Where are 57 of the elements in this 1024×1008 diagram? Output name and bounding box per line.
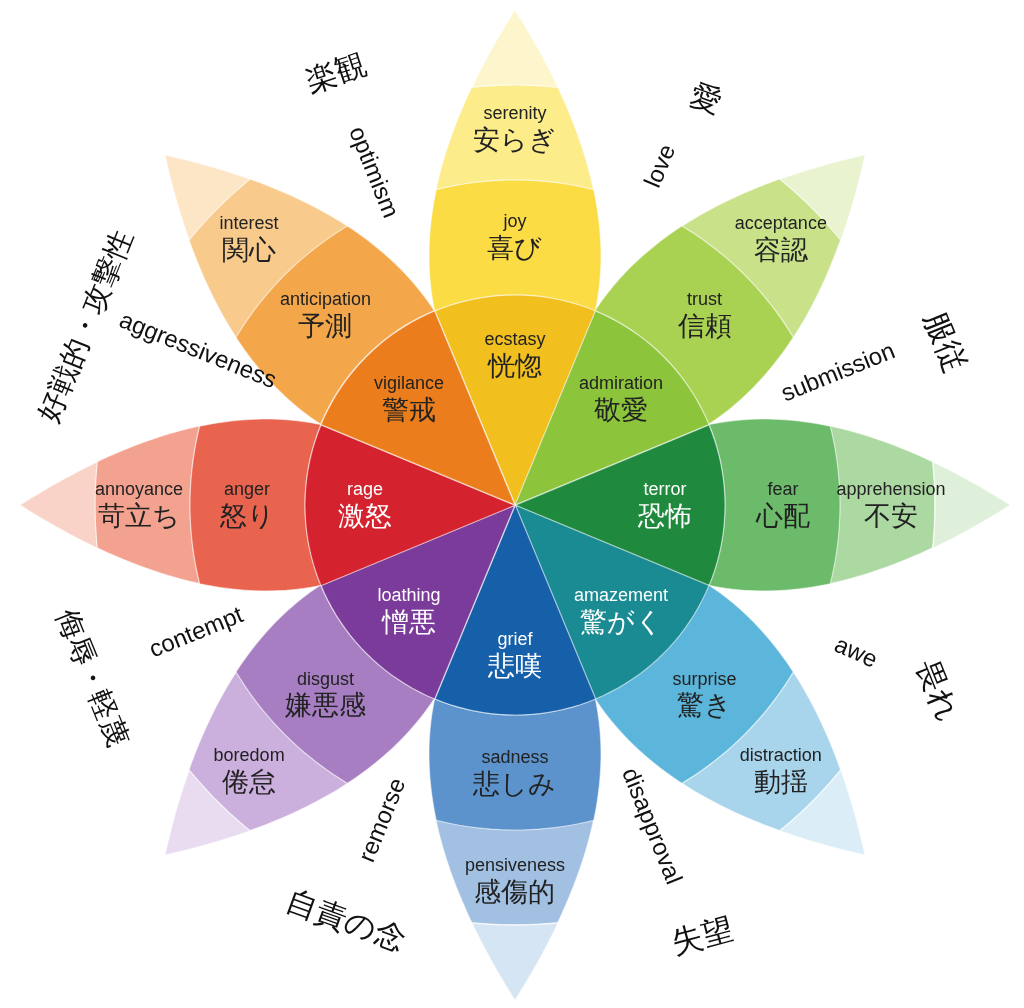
- emotion-name: trust: [686, 289, 723, 311]
- emotion-name: rage: [346, 479, 384, 500]
- emotion-name: joy: [502, 211, 528, 232]
- dyad-name-japanese: 失望: [667, 910, 737, 960]
- emotion-name-japanese: 警戒: [380, 393, 437, 425]
- emotion-name-japanese: 憎悪: [380, 605, 437, 637]
- emotion-name: annoyance: [94, 479, 183, 500]
- emotion-name: admiration: [579, 373, 664, 394]
- emotion-name-japanese: 嫌悪感: [285, 689, 366, 721]
- emotion-name: vigilance: [373, 373, 444, 394]
- emotion-name-japanese: 安らぎ: [473, 123, 557, 155]
- emotion-name: sadness: [480, 747, 550, 768]
- emotion-name-japanese: 関心: [221, 233, 278, 265]
- dyad-name-japanese: 畏れ: [910, 654, 966, 726]
- emotion-name-japanese: 心配: [756, 499, 810, 531]
- emotion-name-japanese: 倦怠: [221, 765, 278, 797]
- emotion-name: ecstasy: [484, 329, 546, 350]
- emotion-name: acceptance: [734, 213, 827, 234]
- emotion-name: interest: [219, 213, 279, 234]
- emotion-name: amazement: [574, 585, 669, 606]
- emotion-name-japanese: 激怒: [338, 499, 392, 531]
- emotion-name-japanese: 不安: [863, 499, 919, 531]
- emotion-name-japanese: 動揺: [752, 765, 809, 797]
- dyad-name-japanese: 自責の念: [281, 882, 411, 958]
- emotion-name-japanese: 喜び: [487, 231, 543, 263]
- dyad-name: love: [639, 140, 681, 192]
- emotion-name: surprise: [672, 668, 737, 690]
- emotion-name: boredom: [213, 745, 285, 766]
- emotion-name-japanese: 恐怖: [638, 499, 692, 531]
- emotion-name-japanese: 驚がく: [578, 605, 664, 637]
- emotion-name: terror: [642, 479, 688, 500]
- emotion-name-japanese: 悲しみ: [473, 767, 557, 799]
- emotion-name: loathing: [377, 585, 441, 606]
- dyad-name: awe: [830, 631, 882, 673]
- dyad-name-japanese: 愛: [685, 76, 727, 120]
- emotion-name-japanese: 容認: [752, 233, 809, 265]
- emotion-name: disgust: [295, 668, 355, 690]
- emotion-name-japanese: 恍惚: [486, 349, 543, 381]
- emotion-name: anticipation: [279, 289, 371, 311]
- dyad-name-japanese: 侮辱・軽蔑: [50, 604, 134, 752]
- emotion-name: anger: [222, 479, 271, 500]
- emotion-name-japanese: 予測: [297, 310, 354, 342]
- dyad-name-japanese: 服従: [918, 306, 974, 378]
- emotion-name: serenity: [482, 103, 548, 124]
- emotion-name: pensiveness: [464, 855, 565, 876]
- emotion-name: grief: [496, 629, 534, 650]
- emotion-name-japanese: 信頼: [677, 310, 732, 342]
- dyad-name-japanese: 楽観: [301, 46, 371, 98]
- emotion-name-japanese: 苛立ち: [97, 499, 181, 531]
- emotion-name: distraction: [739, 745, 822, 766]
- emotion-name: apprehension: [836, 479, 946, 500]
- emotion-name-japanese: 悲嘆: [488, 649, 542, 681]
- emotion-name: fear: [766, 479, 800, 500]
- emotion-name-japanese: 敬愛: [593, 393, 650, 425]
- emotion-name-japanese: 驚き: [676, 689, 733, 721]
- emotion-name-japanese: 怒り: [219, 499, 275, 531]
- emotion-name-japanese: 感傷的: [473, 875, 557, 907]
